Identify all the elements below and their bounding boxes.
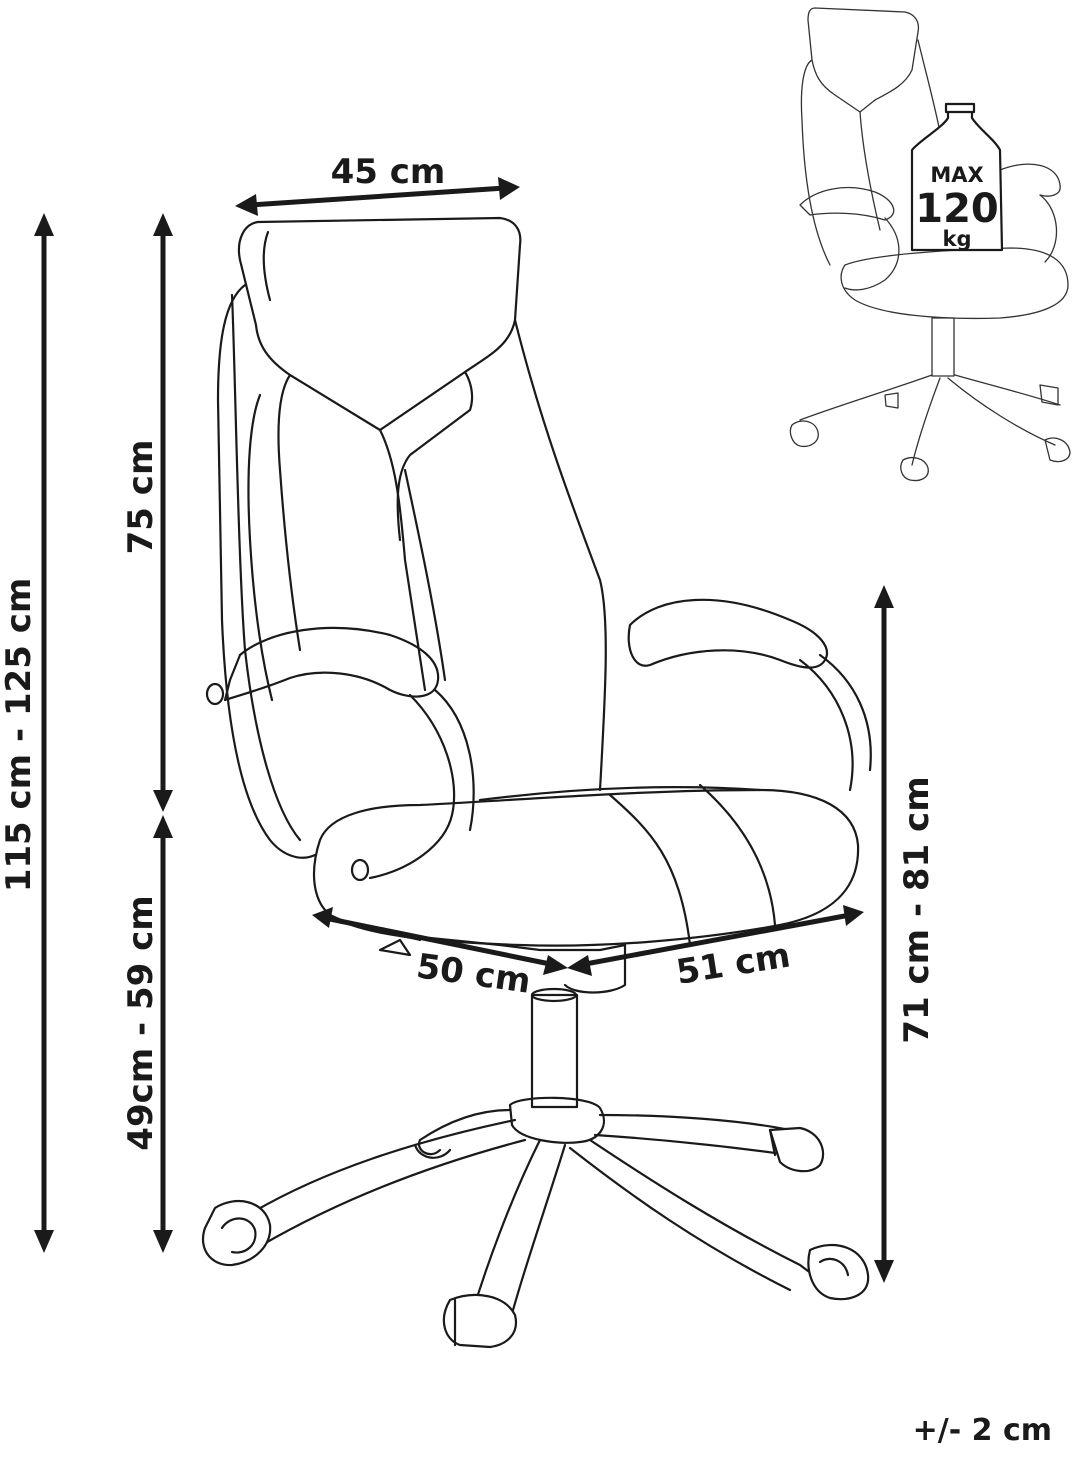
caster-right-back xyxy=(768,1126,825,1173)
weight-badge-value: 120 xyxy=(915,186,999,232)
chair-illustration xyxy=(201,216,872,1349)
total-height-arrow xyxy=(34,213,54,1253)
seat-width-arrow xyxy=(567,905,864,976)
small-chair-illustration xyxy=(789,7,1071,482)
seat-height-label: 49cm - 59 cm xyxy=(121,895,161,1150)
top-width-arrow xyxy=(235,177,520,216)
weight-badge-unit: kg xyxy=(943,227,972,251)
seat-height-arrow xyxy=(153,815,173,1253)
weight-badge: MAX 120 kg xyxy=(910,102,1004,252)
total-height-label: 115 cm - 125 cm xyxy=(0,578,39,893)
tolerance-note: +/- 2 cm xyxy=(913,1413,1052,1448)
armrest-height-arrow xyxy=(874,585,894,1283)
backrest-height-arrow xyxy=(153,213,173,812)
seat-depth-arrow xyxy=(312,907,568,975)
top-width-label: 45 cm xyxy=(331,152,446,192)
backrest-height-label: 75 cm xyxy=(121,440,161,555)
dimension-arrows xyxy=(34,177,894,1283)
weight-badge-max: MAX xyxy=(930,163,983,187)
caster-right-front xyxy=(807,1243,870,1301)
armrest-height-label: 71 cm - 81 cm xyxy=(897,776,937,1043)
caster-left xyxy=(201,1199,272,1267)
caster-front xyxy=(442,1293,518,1349)
